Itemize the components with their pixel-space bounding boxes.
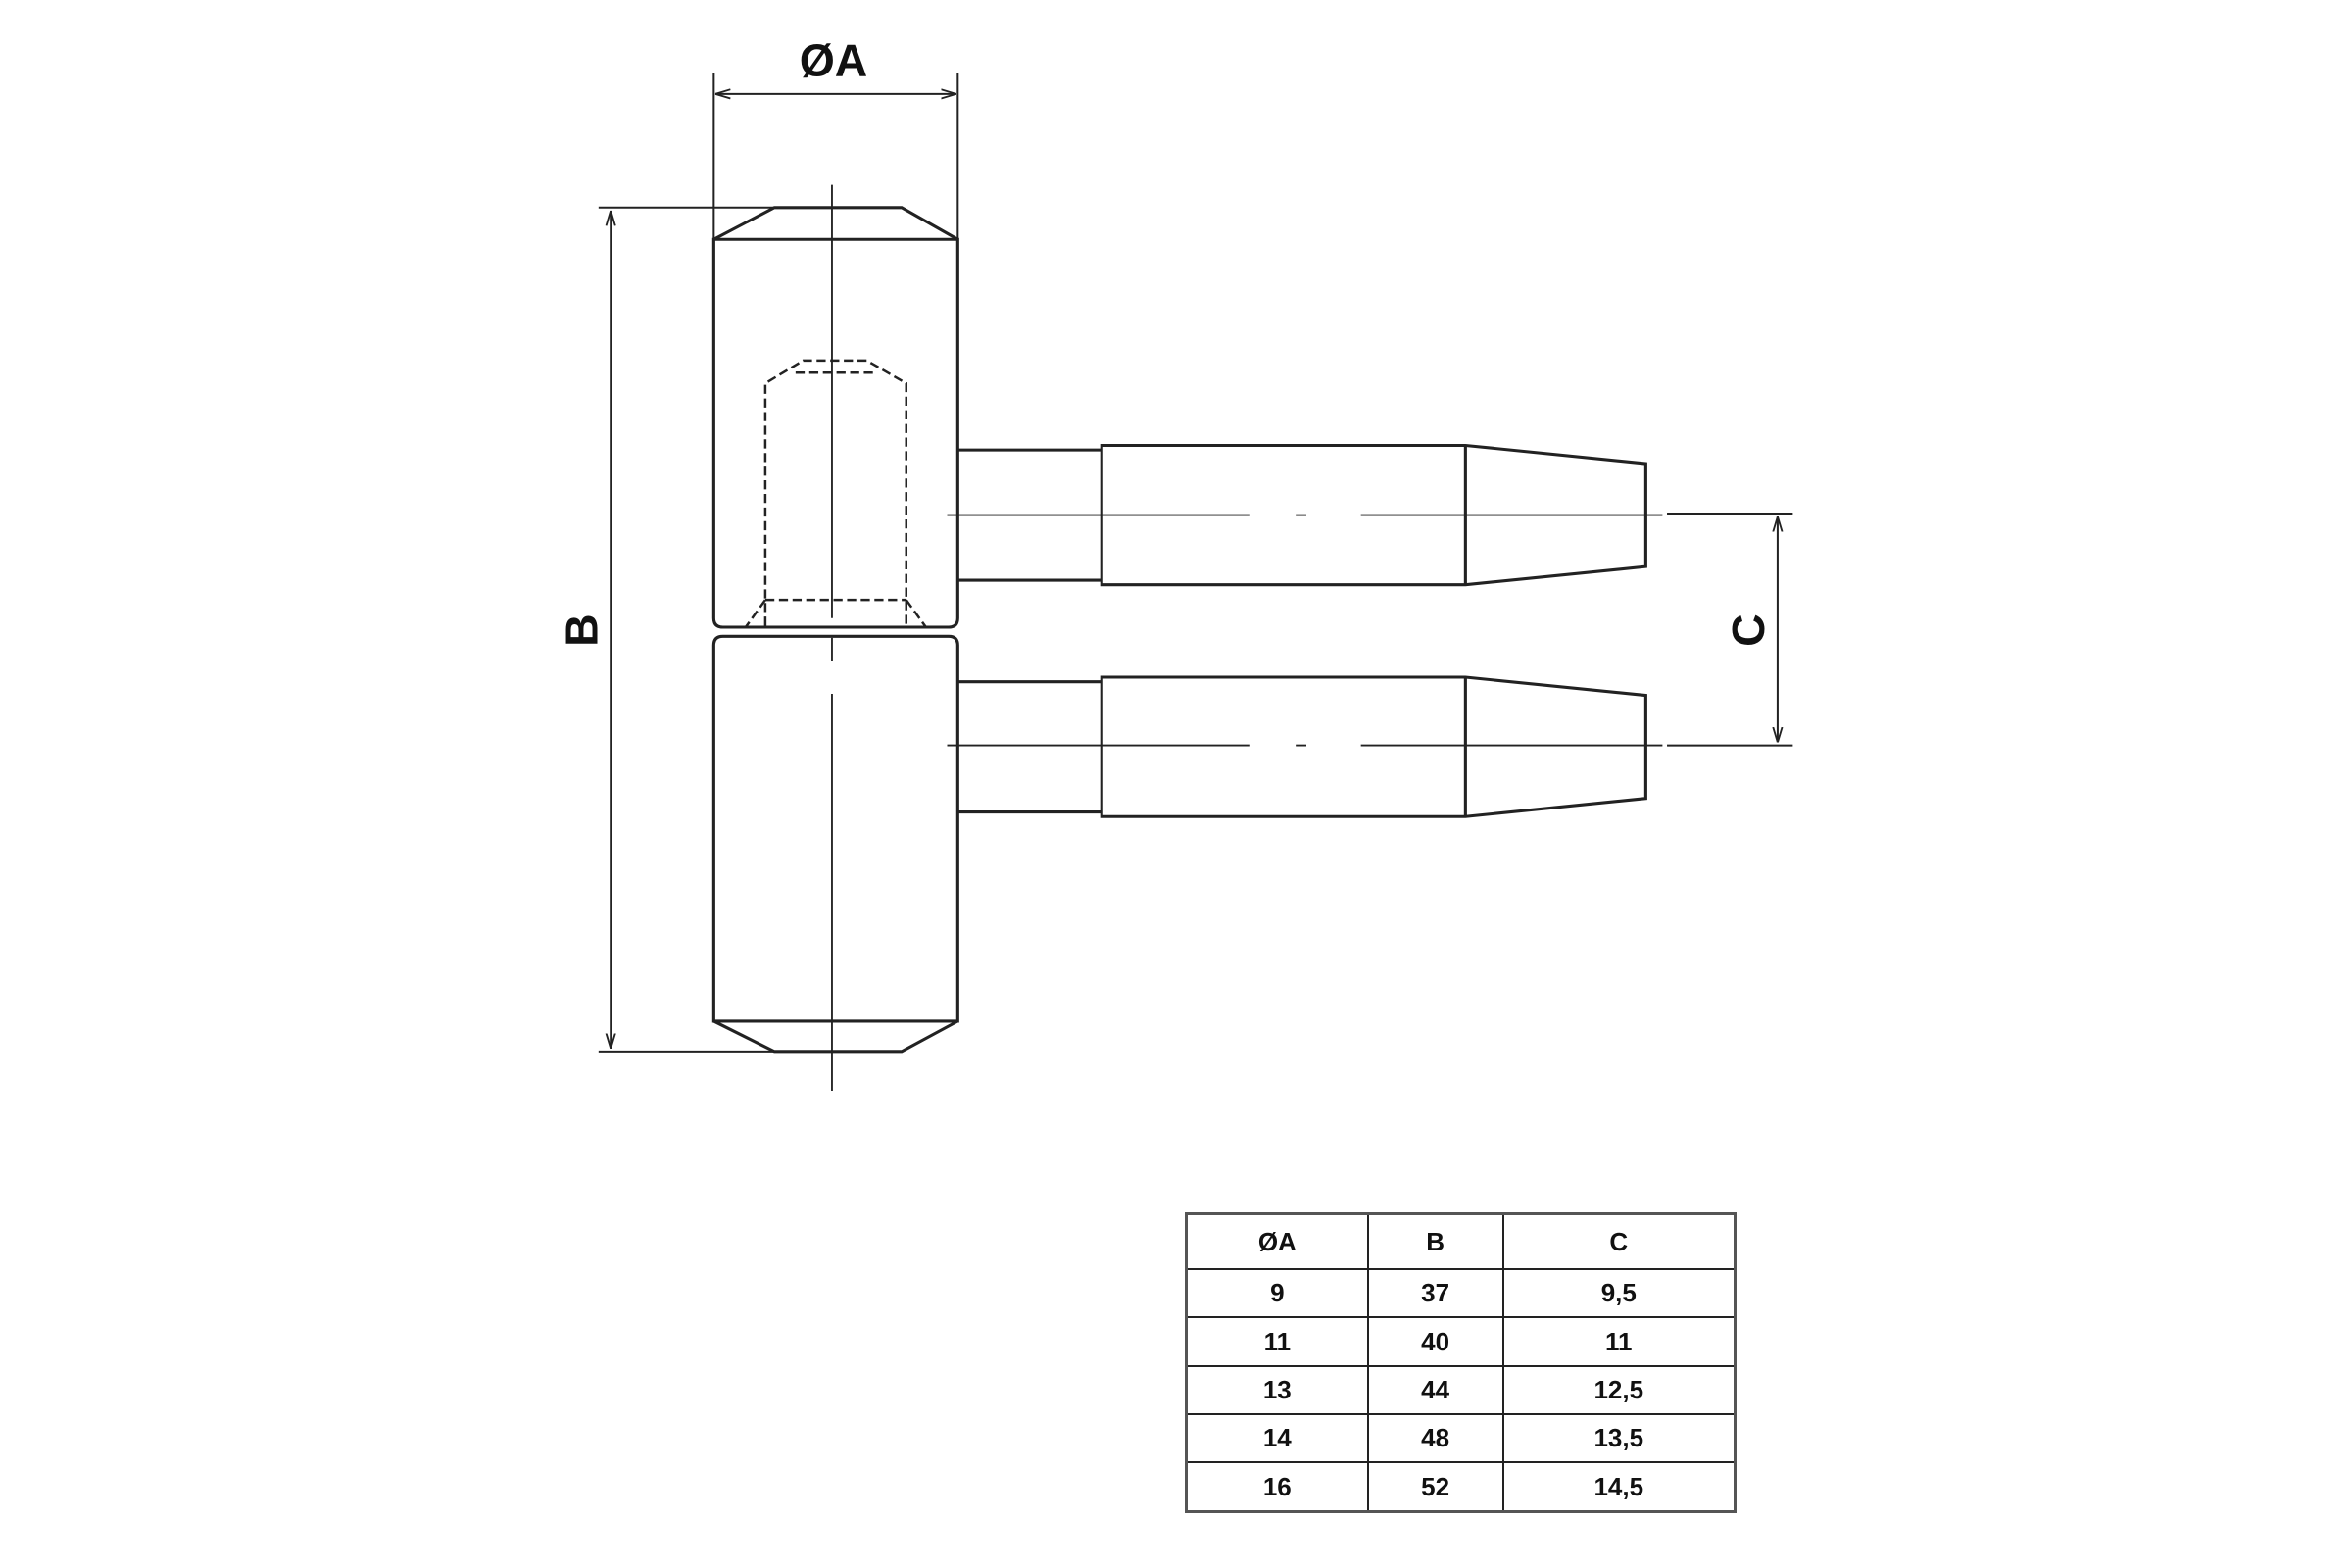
upper-knuckle	[711, 206, 959, 629]
cell: 48	[1366, 1413, 1504, 1464]
cell: 37	[1366, 1267, 1504, 1319]
dimension-b	[598, 206, 775, 1053]
cell: 9	[1185, 1267, 1369, 1319]
cell: 40	[1366, 1316, 1504, 1367]
upper-pin	[947, 443, 1663, 587]
cell: 11	[1501, 1316, 1737, 1367]
cell: 12,5	[1501, 1364, 1737, 1416]
cell: 14	[1185, 1413, 1369, 1464]
label-b: B	[556, 613, 607, 646]
cell: 14,5	[1501, 1461, 1737, 1513]
cell: 44	[1366, 1364, 1504, 1416]
label-diameter-a: ØA	[800, 34, 868, 85]
table-header-row: ØA B C	[1185, 1212, 1737, 1270]
header-b: B	[1366, 1212, 1504, 1270]
lower-pin	[947, 675, 1663, 818]
cell: 16	[1185, 1461, 1369, 1513]
cell: 13	[1185, 1364, 1369, 1416]
lower-knuckle	[711, 634, 959, 1054]
header-diameter-a: ØA	[1185, 1212, 1369, 1270]
dimension-a	[712, 73, 959, 240]
header-c: C	[1501, 1212, 1737, 1270]
cell: 52	[1366, 1461, 1504, 1513]
cell: 13,5	[1501, 1413, 1737, 1464]
hidden-socket	[744, 359, 927, 628]
label-c: C	[1723, 613, 1774, 646]
cell: 11	[1185, 1316, 1369, 1367]
dimension-c	[1667, 513, 1793, 747]
cell: 9,5	[1501, 1267, 1737, 1319]
